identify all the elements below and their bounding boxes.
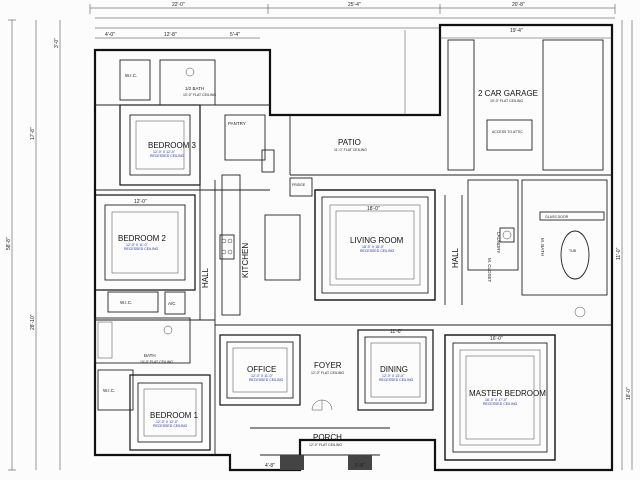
fridge-label: FRIDGE (292, 183, 306, 187)
garage-ceiling: 10'-0" FLAT CEILING (490, 99, 523, 103)
room-hall-left: HALL (201, 267, 210, 288)
room-pantry: PANTRY (228, 121, 246, 126)
porch: PORCH 12'-0" FLAT CEILING 4'-8" 5'-8" (250, 427, 390, 470)
glass-door-label: GLASS DOOR (545, 215, 569, 219)
room-m-bath: M. BATH (540, 238, 545, 256)
dim-bed3-w3: 5'-4" (230, 32, 240, 38)
bedroom3-ceiling: RECESSED CEILING (150, 154, 185, 158)
hall-left: HALL (199, 180, 216, 320)
dining-size: 12'-0" X 13'-0" (382, 374, 405, 378)
tub-label: TUB (569, 249, 577, 253)
master-bedroom: MASTER BEDROOM 16'-0" X 17'-0" RECESSED … (444, 334, 556, 461)
dim-top-3: 20'-8" (512, 2, 525, 8)
room-bedroom1: BEDROOM 1 (150, 411, 199, 420)
pantry: PANTRY (224, 114, 266, 161)
bedroom1-ceiling: RECESSED CEILING (153, 424, 188, 428)
right-dimensions: 11'-0" 18'-0" (616, 20, 633, 470)
room-wic-mid: W.I.C. (120, 300, 132, 305)
dim-master-w: 16'-0" (490, 336, 503, 342)
master-ceiling: RECESSED CEILING (483, 402, 518, 406)
living-ceiling: RECESSED CEILING (360, 249, 395, 253)
bedroom-1: BEDROOM 1 12'-0" X 12'-0" RECESSED CEILI… (129, 374, 211, 451)
office-size: 12'-0" X 11'-0" (251, 374, 274, 378)
dim-bed2-w: 12'-0" (134, 199, 147, 205)
room-bedroom3: BEDROOM 3 (148, 141, 197, 150)
dim-bed3-w: 12'-8" (164, 32, 177, 38)
room-dining: DINING (380, 365, 408, 374)
room-foyer: FOYER (314, 361, 342, 370)
room-laundry: LAUNDRY (496, 232, 501, 253)
wic-bottom: W.I.C. (97, 369, 134, 411)
office: OFFICE 12'-0" X 11'-0" RECESSED CEILING (219, 334, 301, 406)
dim-right-2: 18'-0" (626, 387, 632, 400)
room-porch: PORCH (313, 433, 342, 442)
room-office: OFFICE (247, 365, 276, 374)
attic-access: ACCESS TO ATTIC (492, 130, 523, 134)
dining: DINING 12'-0" X 13'-0" RECESSED CEILING … (357, 329, 434, 411)
interior-walls (95, 104, 612, 455)
room-bath: BATH (144, 353, 156, 358)
dim-living-w: 18'-0" (367, 206, 380, 212)
exterior-walls (93, 23, 614, 472)
master-bath: GLASS DOOR TUB M. BATH (521, 179, 608, 318)
master-size: 16'-0" X 17'-0" (485, 398, 508, 402)
dim-left-2: 17'-8" (30, 127, 36, 140)
living-room: LIVING ROOM 18'-0" X 18'-0" RECESSED CEI… (314, 189, 436, 301)
bedroom-3: BEDROOM 3 12'-0" X 12'-0" RECESSED CEILI… (119, 104, 201, 186)
room-half-bath: 1/2 BATH (185, 86, 204, 91)
room-m-closet: M. CLOSET (487, 258, 492, 283)
porch-ceiling: 12'-0" FLAT CEILING (309, 443, 342, 447)
bedroom1-size: 12'-0" X 12'-0" (156, 420, 179, 424)
room-garage: 2 CAR GARAGE (478, 89, 538, 98)
left-dimensions: 58'-8" 17'-8" 28'-10" 3'-0" (6, 19, 61, 471)
laundry: LAUNDRY M. CLOSET (467, 179, 519, 283)
room-master: MASTER BEDROOM (469, 389, 546, 398)
bedroom2-size: 12'-0" X 11'-0" (126, 243, 149, 247)
room-ac: A/C (168, 301, 176, 306)
living-size: 18'-0" X 18'-0" (362, 245, 385, 249)
bath-ceiling: 10'-0" FLAT CEILING (140, 360, 173, 364)
bedroom3-size: 12'-0" X 12'-0" (153, 150, 176, 154)
room-wic-top: W.I.C. (125, 73, 137, 78)
wic-top: W.I.C. 1/2 BATH 10'-0" FLAT CEILING (119, 59, 216, 106)
room-bedroom2: BEDROOM 2 (118, 234, 167, 243)
patio-ceiling: 11'-0" FLAT CEILING (334, 148, 367, 152)
room-living: LIVING ROOM (350, 236, 404, 245)
dining-ceiling: RECESSED CEILING (379, 378, 414, 382)
patio: PATIO 11'-0" FLAT CEILING (289, 30, 440, 176)
bedroom2-ceiling: RECESSED CEILING (124, 247, 159, 251)
dim-left-total: 58'-8" (6, 237, 12, 250)
top-dimensions: 22'-0" 25'-4" 20'-8" 4'-0" 12'-8" 5'-4" (89, 2, 616, 39)
room-kitchen: KITCHEN (241, 243, 250, 278)
dim-hall-w: 11'-0" (390, 329, 403, 335)
bedroom-2: BEDROOM 2 12'-0" X 11'-0" RECESSED CEILI… (94, 194, 196, 291)
dim-top-1: 22'-0" (172, 2, 185, 8)
bath: BATH 10'-0" FLAT CEILING (94, 317, 191, 364)
dim-bed3-w2: 4'-0" (105, 32, 115, 38)
dim-garage-w: 19'-4" (510, 28, 523, 34)
office-ceiling: RECESSED CEILING (249, 378, 284, 382)
hall-right: HALL (444, 195, 463, 305)
dim-left-1: 3'-0" (54, 38, 60, 48)
dim-top-2: 25'-4" (348, 2, 361, 8)
dim-right-1: 11'-0" (616, 247, 622, 260)
dim-bot-2: 5'-8" (355, 463, 365, 469)
garage: 2 CAR GARAGE 10'-0" FLAT CEILING ACCESS … (440, 28, 612, 171)
kitchen: FRIDGE KITCHEN (219, 149, 313, 316)
dim-left-3: 28'-10" (30, 314, 36, 330)
dim-bot-1: 4'-8" (265, 463, 275, 469)
wic-mid: W.I.C. A/C (107, 291, 186, 315)
foyer-ceiling: 12'-0" FLAT CEILING (311, 371, 344, 375)
foyer: FOYER 12'-0" FLAT CEILING (311, 361, 344, 411)
room-hall-right: HALL (451, 247, 460, 268)
half-bath-ceiling: 10'-0" FLAT CEILING (183, 93, 216, 97)
room-patio: PATIO (338, 138, 361, 147)
room-wic-bottom: W.I.C. (103, 388, 115, 393)
